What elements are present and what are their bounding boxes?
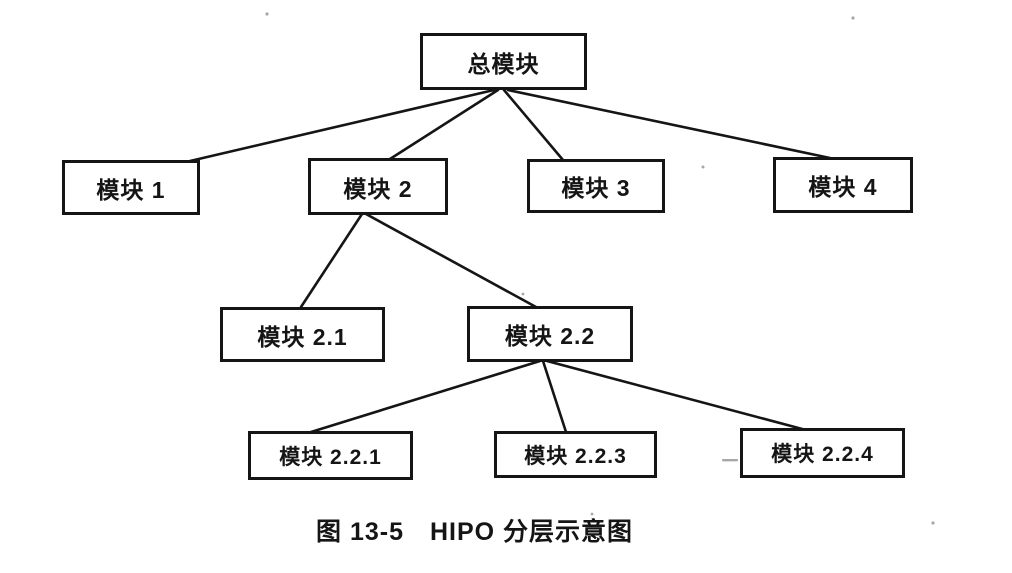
node-label-module-3: 模块 3	[561, 175, 631, 201]
edge-m22-m221	[309, 359, 542, 434]
edge-m2-m21	[299, 212, 364, 309]
figure-caption: 图 13-5 HIPO 分层示意图	[316, 518, 634, 546]
node-label-module-2-2-1: 模块 2.2.1	[279, 445, 382, 469]
scan-speckles	[265, 12, 935, 525]
tree-node-module-3: 模块 3	[527, 159, 665, 213]
tree-node-module-2-1: 模块 2.1	[220, 307, 385, 362]
edge-m22-m223	[541, 359, 568, 434]
tree-node-module-2-2-4: 模块 2.2.4	[740, 428, 905, 478]
node-label-module-2-2-4: 模块 2.2.4	[771, 443, 874, 466]
tree-node-module-1: 模块 1	[62, 160, 200, 215]
node-label-module-2-1: 模块 2.1	[257, 323, 348, 350]
tree-node-root: 总模块	[420, 33, 587, 90]
node-label-module-4: 模块 4	[808, 174, 878, 200]
edge-m2-m22	[364, 212, 538, 309]
node-label-module-1: 模块 1	[96, 176, 166, 203]
node-label-module-2-2: 模块 2.2	[504, 323, 596, 349]
node-label-module-2: 模块 2	[343, 175, 413, 202]
tree-node-module-2-2-1: 模块 2.2.1	[248, 431, 413, 480]
tree-node-module-4: 模块 4	[773, 157, 913, 213]
tree-node-module-2: 模块 2	[308, 158, 448, 215]
tree-node-module-2-2-3: 模块 2.2.3	[494, 431, 657, 478]
edge-root-m3	[502, 88, 565, 162]
node-label-module-2-2-3: 模块 2.2.3	[524, 444, 627, 468]
edge-root-m2	[388, 88, 500, 161]
edge-root-m1	[188, 88, 496, 163]
node-label-root: 总模块	[467, 50, 540, 77]
edge-m22-m224	[545, 359, 808, 432]
tree-node-module-2-2: 模块 2.2	[467, 306, 633, 362]
edge-root-m4	[506, 88, 832, 160]
